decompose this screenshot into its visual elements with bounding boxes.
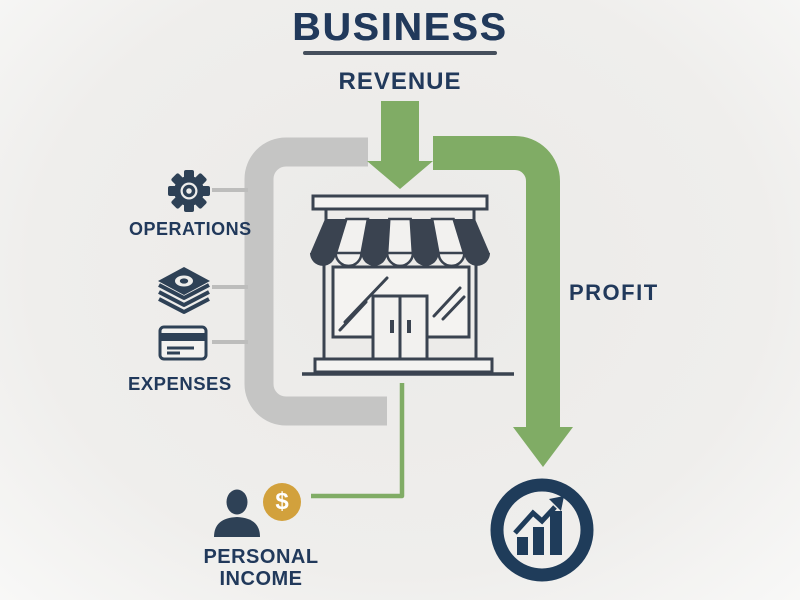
credit-card-icon bbox=[158, 325, 208, 361]
cash-stack-icon bbox=[158, 267, 210, 314]
operations-expenses-loop bbox=[244, 137, 387, 426]
personal-income-connector bbox=[311, 383, 405, 499]
gear-icon bbox=[168, 170, 210, 212]
expenses-label: EXPENSES bbox=[128, 373, 232, 394]
personal-income-line1: PERSONAL bbox=[203, 546, 319, 568]
dollar-coin-icon: $ bbox=[263, 483, 301, 521]
dollar-symbol: $ bbox=[275, 488, 289, 515]
operations-label: OPERATIONS bbox=[129, 219, 252, 239]
profit-arrow bbox=[433, 136, 573, 467]
growth-chart-icon bbox=[490, 478, 594, 582]
personal-income-label: PERSONAL INCOME bbox=[183, 546, 339, 591]
storefront-icon bbox=[302, 194, 514, 376]
diagram-title: BUSINESS bbox=[292, 6, 508, 49]
revenue-label: REVENUE bbox=[338, 68, 462, 95]
person-icon bbox=[214, 489, 260, 537]
profit-label: PROFIT bbox=[569, 280, 659, 305]
personal-income-line2: INCOME bbox=[219, 568, 303, 591]
revenue-arrow bbox=[367, 101, 433, 189]
title-underline bbox=[303, 51, 497, 55]
